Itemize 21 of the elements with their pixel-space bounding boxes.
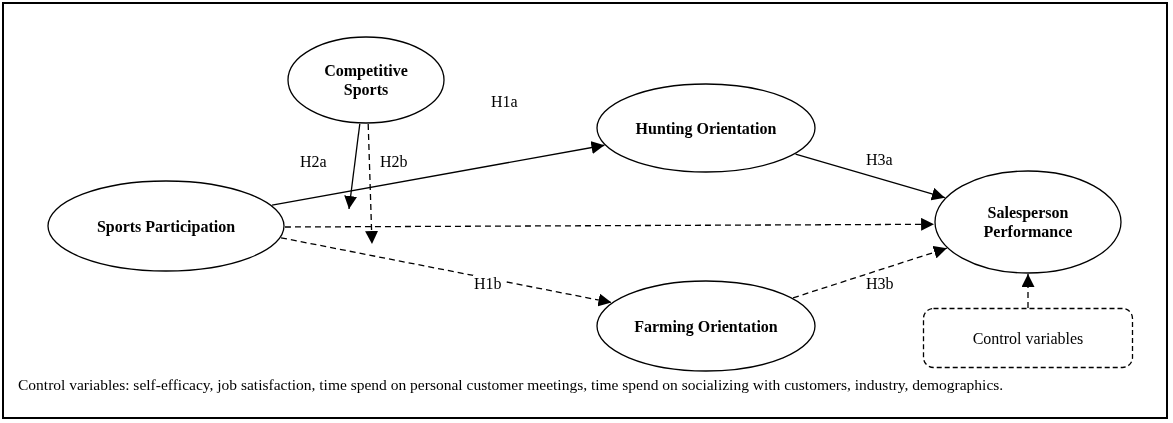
construct-ellipse [596, 83, 816, 173]
moderating-arrow [365, 123, 379, 245]
dashed-rounded-box [923, 308, 1133, 368]
path-arrow [1021, 273, 1035, 309]
path-arrow [284, 217, 935, 231]
node-label: Control variables [972, 328, 1084, 348]
moderating-arrow [344, 123, 361, 210]
note-text: Control variables: self-efficacy, job satisfaction, time spend on personal customer meetings, time spend on socializing with customers, industry, demographics. [18, 375, 1005, 395]
node-label: Salesperson Performance [982, 203, 1074, 241]
node-label: Sports Participation [96, 216, 236, 236]
node-label: Competitive Sports [323, 61, 409, 99]
path-arrow [792, 246, 948, 299]
path-arrow [794, 153, 946, 201]
path-arrow [271, 141, 606, 206]
path-arrow [280, 237, 613, 307]
node-label: Farming Orientation [634, 316, 778, 336]
construct-ellipse [287, 36, 445, 124]
construct-ellipse [934, 170, 1122, 274]
node-label: Hunting Orientation [635, 118, 777, 138]
construct-ellipse [596, 280, 816, 372]
construct-ellipse [47, 180, 285, 272]
